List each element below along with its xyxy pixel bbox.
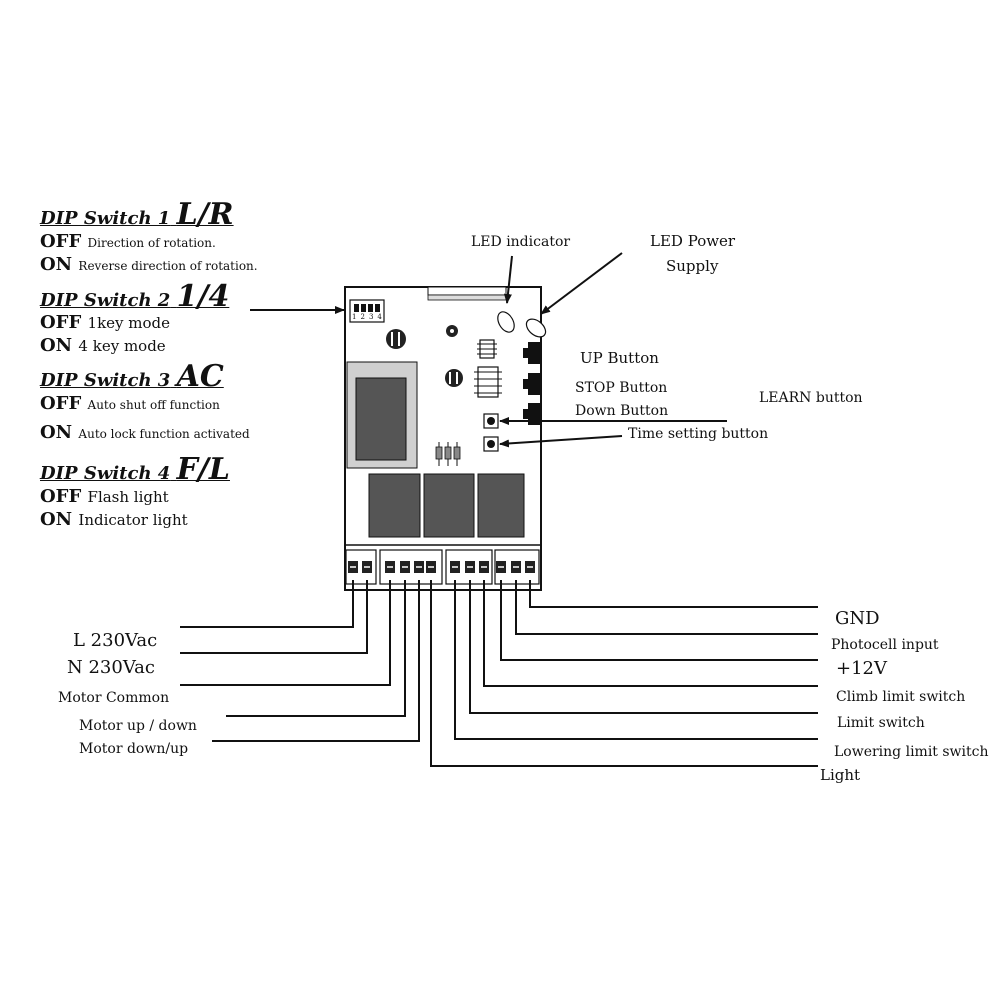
ic-chips — [474, 339, 502, 398]
terminal-screws — [348, 561, 535, 573]
off-description: 1key mode — [87, 314, 171, 332]
dip-pin-3: 3 — [368, 313, 378, 321]
dip-switch-3-code: AC — [176, 359, 224, 394]
trimmer-top — [386, 329, 406, 349]
light-label: Light — [820, 766, 861, 784]
on-label: ON — [40, 254, 73, 275]
trimmer-mid — [445, 369, 463, 387]
led-power-label-line1: LED Power — [650, 232, 736, 250]
led-power — [525, 318, 547, 338]
lowering-limit-switch-label: Lowering limit switch — [834, 744, 989, 760]
dip-switch-1-on: ON Reverse direction of rotation. — [40, 256, 258, 274]
dip-switch-3-title: DIP Switch 3 AC — [40, 362, 224, 392]
side-buttons — [523, 342, 542, 425]
dip-switch-2-off: OFF 1key mode — [40, 314, 170, 332]
motor-down-up-label: Motor down/up — [79, 741, 189, 757]
off-description: Auto shut off function — [87, 398, 220, 412]
motor-up-down-label: Motor up / down — [79, 718, 197, 734]
gnd-label: GND — [835, 608, 880, 629]
leader-lines — [180, 252, 818, 767]
off-description: Direction of rotation. — [87, 236, 216, 250]
dip-switch-4-label: DIP Switch 4 — [40, 463, 171, 484]
on-description: Indicator light — [78, 511, 188, 529]
dip-pin-1: 1 — [352, 313, 361, 321]
dip-switch-1-code: L/R — [176, 197, 234, 232]
off-label: OFF — [40, 312, 82, 333]
climb-limit-switch-label: Climb limit switch — [836, 689, 966, 705]
dip-switch-2-on: ON 4 key mode — [40, 337, 166, 355]
dip-switch-3-label: DIP Switch 3 — [40, 370, 171, 391]
led-power-label-line2: Supply — [666, 257, 719, 275]
dip-switch-4-code: F/L — [176, 452, 230, 487]
led-indicator-label: LED indicator — [471, 234, 571, 250]
dip-switch-block — [349, 299, 385, 323]
dip-pin-4: 4 — [377, 313, 386, 321]
dip-switch-3-on: ON Auto lock function activated — [40, 424, 250, 442]
off-description: Flash light — [87, 488, 169, 506]
dip-pin-numbers: 1234 — [352, 314, 386, 321]
dip-switch-3-off: OFF Auto shut off function — [40, 395, 220, 413]
dip-pin-2: 2 — [360, 313, 369, 321]
resistors — [435, 442, 461, 466]
up-button-label: UP Button — [580, 349, 659, 367]
down-button-label: Down Button — [575, 403, 669, 419]
trimmer-small — [446, 325, 458, 337]
dip-switch-1-label: DIP Switch 1 — [40, 208, 171, 229]
time-setting-button-label: Time setting button — [628, 426, 769, 442]
dip-switch-4-title: DIP Switch 4 F/L — [40, 455, 230, 485]
dip-switch-2-code: 1/4 — [176, 279, 230, 314]
on-description: Reverse direction of rotation. — [78, 259, 258, 273]
photocell-input-label: Photocell input — [831, 637, 939, 653]
small-buttons — [483, 413, 499, 452]
plus-12v-label: +12V — [836, 658, 887, 679]
stop-button-label: STOP Button — [575, 380, 668, 396]
dip-switch-4-off: OFF Flash light — [40, 488, 169, 506]
dip-switch-1-title: DIP Switch 1 L/R — [40, 200, 234, 230]
off-label: OFF — [40, 231, 82, 252]
learn-button-label: LEARN button — [759, 390, 863, 406]
led-indicator — [497, 311, 515, 333]
on-description: 4 key mode — [78, 337, 166, 355]
dip-switch-1-off: OFF Direction of rotation. — [40, 233, 216, 251]
transformer — [346, 361, 418, 469]
dip-switch-2-label: DIP Switch 2 — [40, 290, 171, 311]
dip-switch-2-title: DIP Switch 2 1/4 — [40, 282, 229, 312]
motor-common-label: Motor Common — [58, 690, 170, 706]
on-label: ON — [40, 422, 73, 443]
dip-switch-4-on: ON Indicator light — [40, 511, 188, 529]
on-description: Auto lock function activated — [78, 427, 250, 441]
relays — [368, 473, 525, 538]
on-label: ON — [40, 509, 73, 530]
limit-switch-label: Limit switch — [837, 715, 925, 731]
terminal-blocks — [345, 549, 540, 585]
l-230vac-label: L 230Vac — [73, 630, 158, 651]
off-label: OFF — [40, 393, 82, 414]
off-label: OFF — [40, 486, 82, 507]
on-label: ON — [40, 335, 73, 356]
n-230vac-label: N 230Vac — [67, 657, 155, 678]
